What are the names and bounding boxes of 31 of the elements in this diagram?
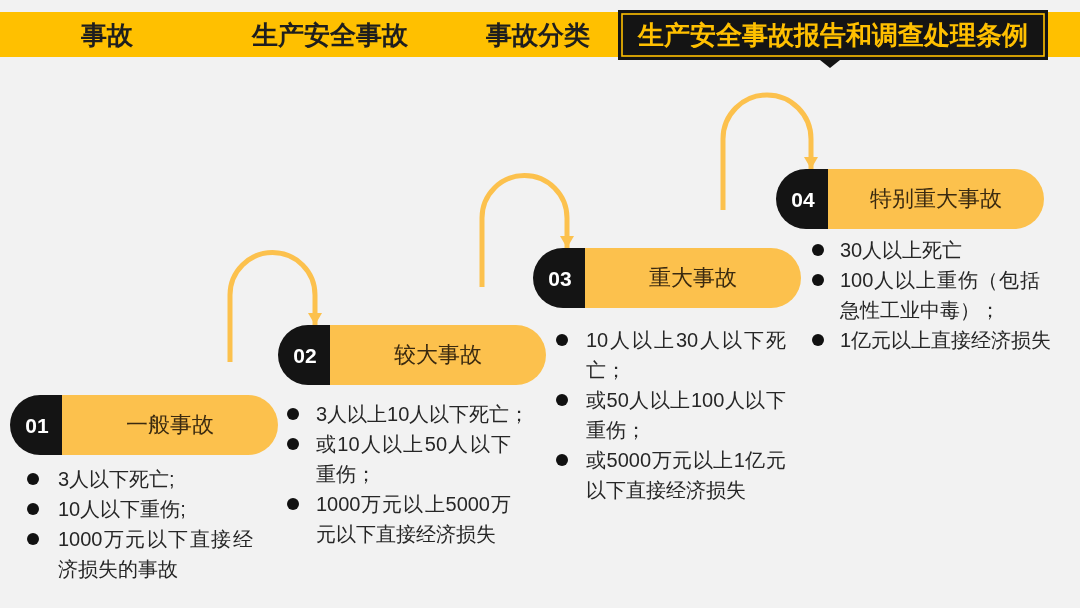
bullet-text: 1000万元以下直接经济损失的事故 (58, 527, 253, 582)
step-number: 02 (293, 344, 317, 366)
step-title: 重大事故 (649, 267, 737, 289)
curved-arrow (479, 173, 574, 287)
nav-item: 事故 (81, 21, 133, 48)
step-number: 01 (25, 414, 49, 436)
bullet-text: 或10人以上50人以下重伤； (316, 432, 511, 487)
section-title: 生产安全事故报告和调查处理条例 (638, 22, 1028, 48)
step-pill (10, 395, 278, 455)
step-number: 04 (791, 188, 815, 210)
bullet-text: 100人以上重伤（包括急性工业中毒）； (840, 268, 1040, 323)
bullet-text: 10人以上30人以下死亡； (586, 328, 786, 383)
curved-arrow (720, 92, 818, 210)
bullet-text: 3人以下死亡; (58, 467, 175, 492)
bullet-text: 或50人以上100人以下重伤； (586, 388, 786, 443)
bullet-text: 30人以上死亡 (840, 238, 963, 263)
step-pill (776, 169, 1044, 229)
step-number: 03 (548, 267, 572, 289)
nav-item: 生产安全事故 (252, 21, 408, 48)
step-pill (278, 325, 546, 385)
step-title: 较大事故 (394, 344, 482, 366)
bullet-text: 3人以上10人以下死亡； (316, 402, 530, 427)
curved-arrow (227, 250, 322, 362)
step-pill (533, 248, 801, 308)
step-title: 特别重大事故 (870, 188, 1002, 210)
bullet-text: 1亿元以上直接经济损失 (840, 328, 1052, 353)
nav-item: 事故分类 (486, 21, 590, 48)
step-title: 一般事故 (126, 414, 214, 436)
bullet-text: 1000万元以上5000万元以下直接经济损失 (316, 492, 511, 547)
bullet-text: 或5000万元以上1亿元以下直接经济损失 (586, 448, 786, 503)
bullet-text: 10人以下重伤; (58, 497, 186, 522)
